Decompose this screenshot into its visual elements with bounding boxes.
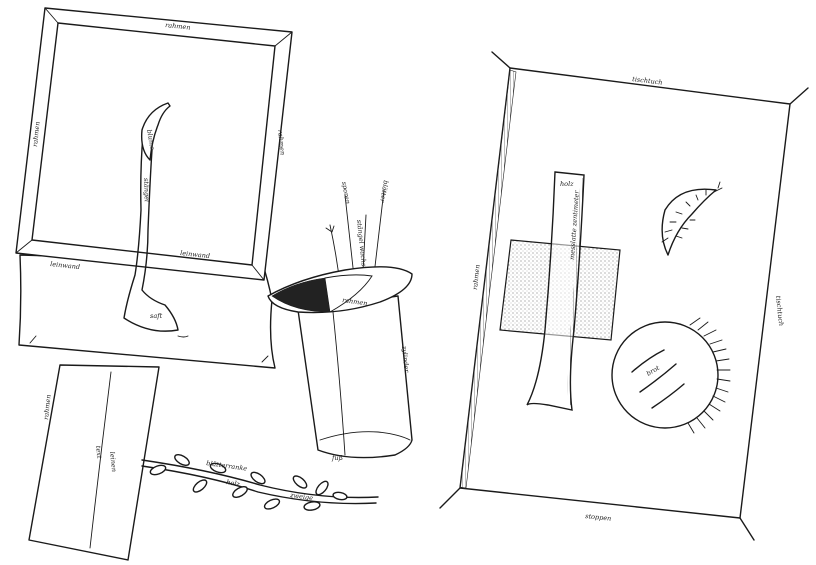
hat-body — [298, 296, 412, 458]
label-wand2: blätter — [378, 180, 390, 204]
top-hat: sporen blätter stängel wachstum rahmen z… — [268, 180, 412, 462]
framed-picture: rahmen rahmen rahmen leinwand leinwand b… — [16, 8, 292, 368]
label-puddle: saft — [150, 312, 163, 320]
label-strip: holz — [560, 180, 574, 188]
label-hat-base: fuß — [331, 454, 343, 462]
label-vine-right: zweige — [289, 491, 314, 502]
card — [29, 365, 159, 560]
label-card-mid1: text — [94, 445, 103, 459]
label-table-right: tischtuch — [774, 295, 785, 326]
label-vine-top: blätterranke — [206, 459, 248, 473]
label-stem-lower: stängel — [142, 178, 151, 202]
table: tischtuch rahmen tischtuch stoppen holz … — [440, 52, 808, 540]
label-wand1: sporen — [340, 181, 352, 205]
label-table-bottom: stoppen — [585, 512, 612, 523]
label-table-left: rahmen — [471, 264, 482, 290]
label-vine-mid: holz — [226, 478, 241, 488]
